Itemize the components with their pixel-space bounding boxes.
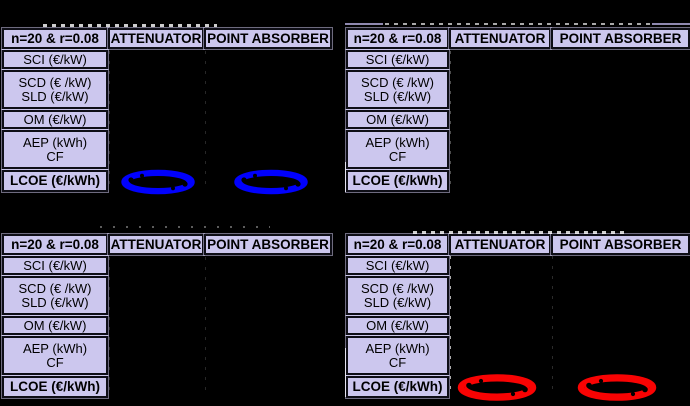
border-remnant-line — [345, 162, 346, 192]
title-remnant-dashes — [413, 231, 628, 234]
corner-cell: n=20 & r=0.08 — [346, 28, 449, 49]
row-label-scd-sld: SCD (€ /kW) SLD (€/kW) — [346, 70, 449, 109]
column-header-attenuator: ATTENUATOR — [108, 28, 204, 49]
border-remnant-line — [205, 257, 206, 397]
column-header-attenuator: ATTENUATOR — [108, 234, 204, 255]
title-remnant-dashes — [100, 226, 270, 228]
row-label-aep: AEP (kWh) — [365, 134, 430, 150]
row-label-scd: SCD (€ /kW) — [18, 280, 92, 296]
row-label-scd-sld: SCD (€ /kW) SLD (€/kW) — [2, 70, 108, 109]
table-bottom-right: n=20 & r=0.08 SCI (€/kW) SCD (€ /kW) SLD… — [346, 234, 690, 398]
title-remnant-dashes — [43, 24, 217, 27]
table-outline-remnant — [345, 23, 383, 25]
border-remnant-line — [552, 256, 553, 396]
row-label-cf: CF — [46, 149, 64, 165]
red-ellipse-annotation-attenuator — [457, 374, 537, 401]
table-top-right: n=20 & r=0.08 SCI (€/kW) SCD (€ /kW) SLD… — [346, 28, 690, 192]
row-label-sci: SCI (€/kW) — [2, 256, 108, 275]
blue-ellipse-annotation-point-absorber — [234, 169, 308, 195]
column-header-attenuator: ATTENUATOR — [449, 234, 551, 255]
row-label-sld: SLD (€/kW) — [21, 89, 89, 105]
column-point-absorber: POINT ABSORBER — [204, 28, 332, 192]
row-label-scd-sld: SCD (€ /kW) SLD (€/kW) — [346, 276, 449, 315]
row-label-lcoe: LCOE (€/kWh) — [346, 170, 449, 192]
row-label-aep-cf: AEP (kWh) CF — [346, 336, 449, 375]
column-attenuator: ATTENUATOR — [108, 234, 204, 398]
column-header-point-absorber: POINT ABSORBER — [551, 234, 690, 255]
row-label-cf: CF — [388, 149, 407, 165]
corner-cell: n=20 & r=0.08 — [346, 234, 449, 255]
table-bottom-left: n=20 & r=0.08 SCI (€/kW) SCD (€ /kW) SLD… — [2, 234, 332, 398]
row-label-scd: SCD (€ /kW) — [361, 280, 434, 296]
border-remnant-line — [109, 51, 110, 191]
row-label-aep-cf: AEP (kWh) CF — [346, 130, 449, 169]
row-label-scd: SCD (€ /kW) — [361, 74, 434, 90]
red-ellipse-annotation-point-absorber — [577, 374, 657, 401]
row-label-lcoe: LCOE (€/kWh) — [2, 376, 108, 398]
column-attenuator: ATTENUATOR — [449, 28, 551, 192]
corner-cell: n=20 & r=0.08 — [2, 28, 108, 49]
label-column: n=20 & r=0.08 SCI (€/kW) SCD (€ /kW) SLD… — [2, 234, 108, 398]
column-point-absorber: POINT ABSORBER — [551, 28, 690, 192]
column-point-absorber: POINT ABSORBER — [204, 234, 332, 398]
column-point-absorber: POINT ABSORBER — [551, 234, 690, 398]
row-label-aep: AEP (kWh) — [365, 340, 430, 356]
column-attenuator: ATTENUATOR — [449, 234, 551, 398]
border-remnant-line — [345, 348, 346, 397]
column-header-attenuator: ATTENUATOR — [449, 28, 551, 49]
row-label-sci: SCI (€/kW) — [346, 256, 449, 275]
label-column: n=20 & r=0.08 SCI (€/kW) SCD (€ /kW) SLD… — [2, 28, 108, 192]
label-column: n=20 & r=0.08 SCI (€/kW) SCD (€ /kW) SLD… — [346, 28, 449, 192]
border-remnant-line — [450, 256, 451, 396]
row-label-scd: SCD (€ /kW) — [18, 74, 92, 90]
row-label-sld: SLD (€/kW) — [363, 89, 432, 105]
column-header-point-absorber: POINT ABSORBER — [204, 28, 332, 49]
column-header-point-absorber: POINT ABSORBER — [204, 234, 332, 255]
row-label-sld: SLD (€/kW) — [363, 295, 432, 311]
row-label-om: OM (€/kW) — [346, 110, 449, 129]
blue-ellipse-annotation-attenuator — [121, 169, 195, 195]
corner-cell: n=20 & r=0.08 — [2, 234, 108, 255]
border-remnant-line — [205, 51, 206, 191]
row-label-sci: SCI (€/kW) — [2, 50, 108, 69]
row-label-aep-cf: AEP (kWh) CF — [2, 130, 108, 169]
row-label-aep: AEP (kWh) — [22, 134, 88, 150]
title-remnant-dashes — [385, 23, 650, 25]
border-remnant-line — [450, 51, 451, 191]
row-label-om: OM (€/kW) — [2, 316, 108, 335]
row-label-sld: SLD (€/kW) — [21, 295, 89, 311]
border-remnant-line — [109, 257, 110, 397]
row-label-aep: AEP (kWh) — [22, 340, 88, 356]
label-column: n=20 & r=0.08 SCI (€/kW) SCD (€ /kW) SLD… — [346, 234, 449, 398]
row-label-sci: SCI (€/kW) — [346, 50, 449, 69]
column-header-point-absorber: POINT ABSORBER — [551, 28, 690, 49]
row-label-lcoe: LCOE (€/kWh) — [346, 376, 449, 398]
row-label-lcoe: LCOE (€/kWh) — [2, 170, 108, 192]
table-outline-remnant — [652, 23, 690, 25]
row-label-cf: CF — [388, 355, 407, 371]
row-label-om: OM (€/kW) — [2, 110, 108, 129]
column-attenuator: ATTENUATOR — [108, 28, 204, 192]
row-label-scd-sld: SCD (€ /kW) SLD (€/kW) — [2, 276, 108, 315]
table-top-left: n=20 & r=0.08 SCI (€/kW) SCD (€ /kW) SLD… — [2, 28, 332, 192]
row-label-om: OM (€/kW) — [346, 316, 449, 335]
row-label-aep-cf: AEP (kWh) CF — [2, 336, 108, 375]
row-label-cf: CF — [46, 355, 64, 371]
